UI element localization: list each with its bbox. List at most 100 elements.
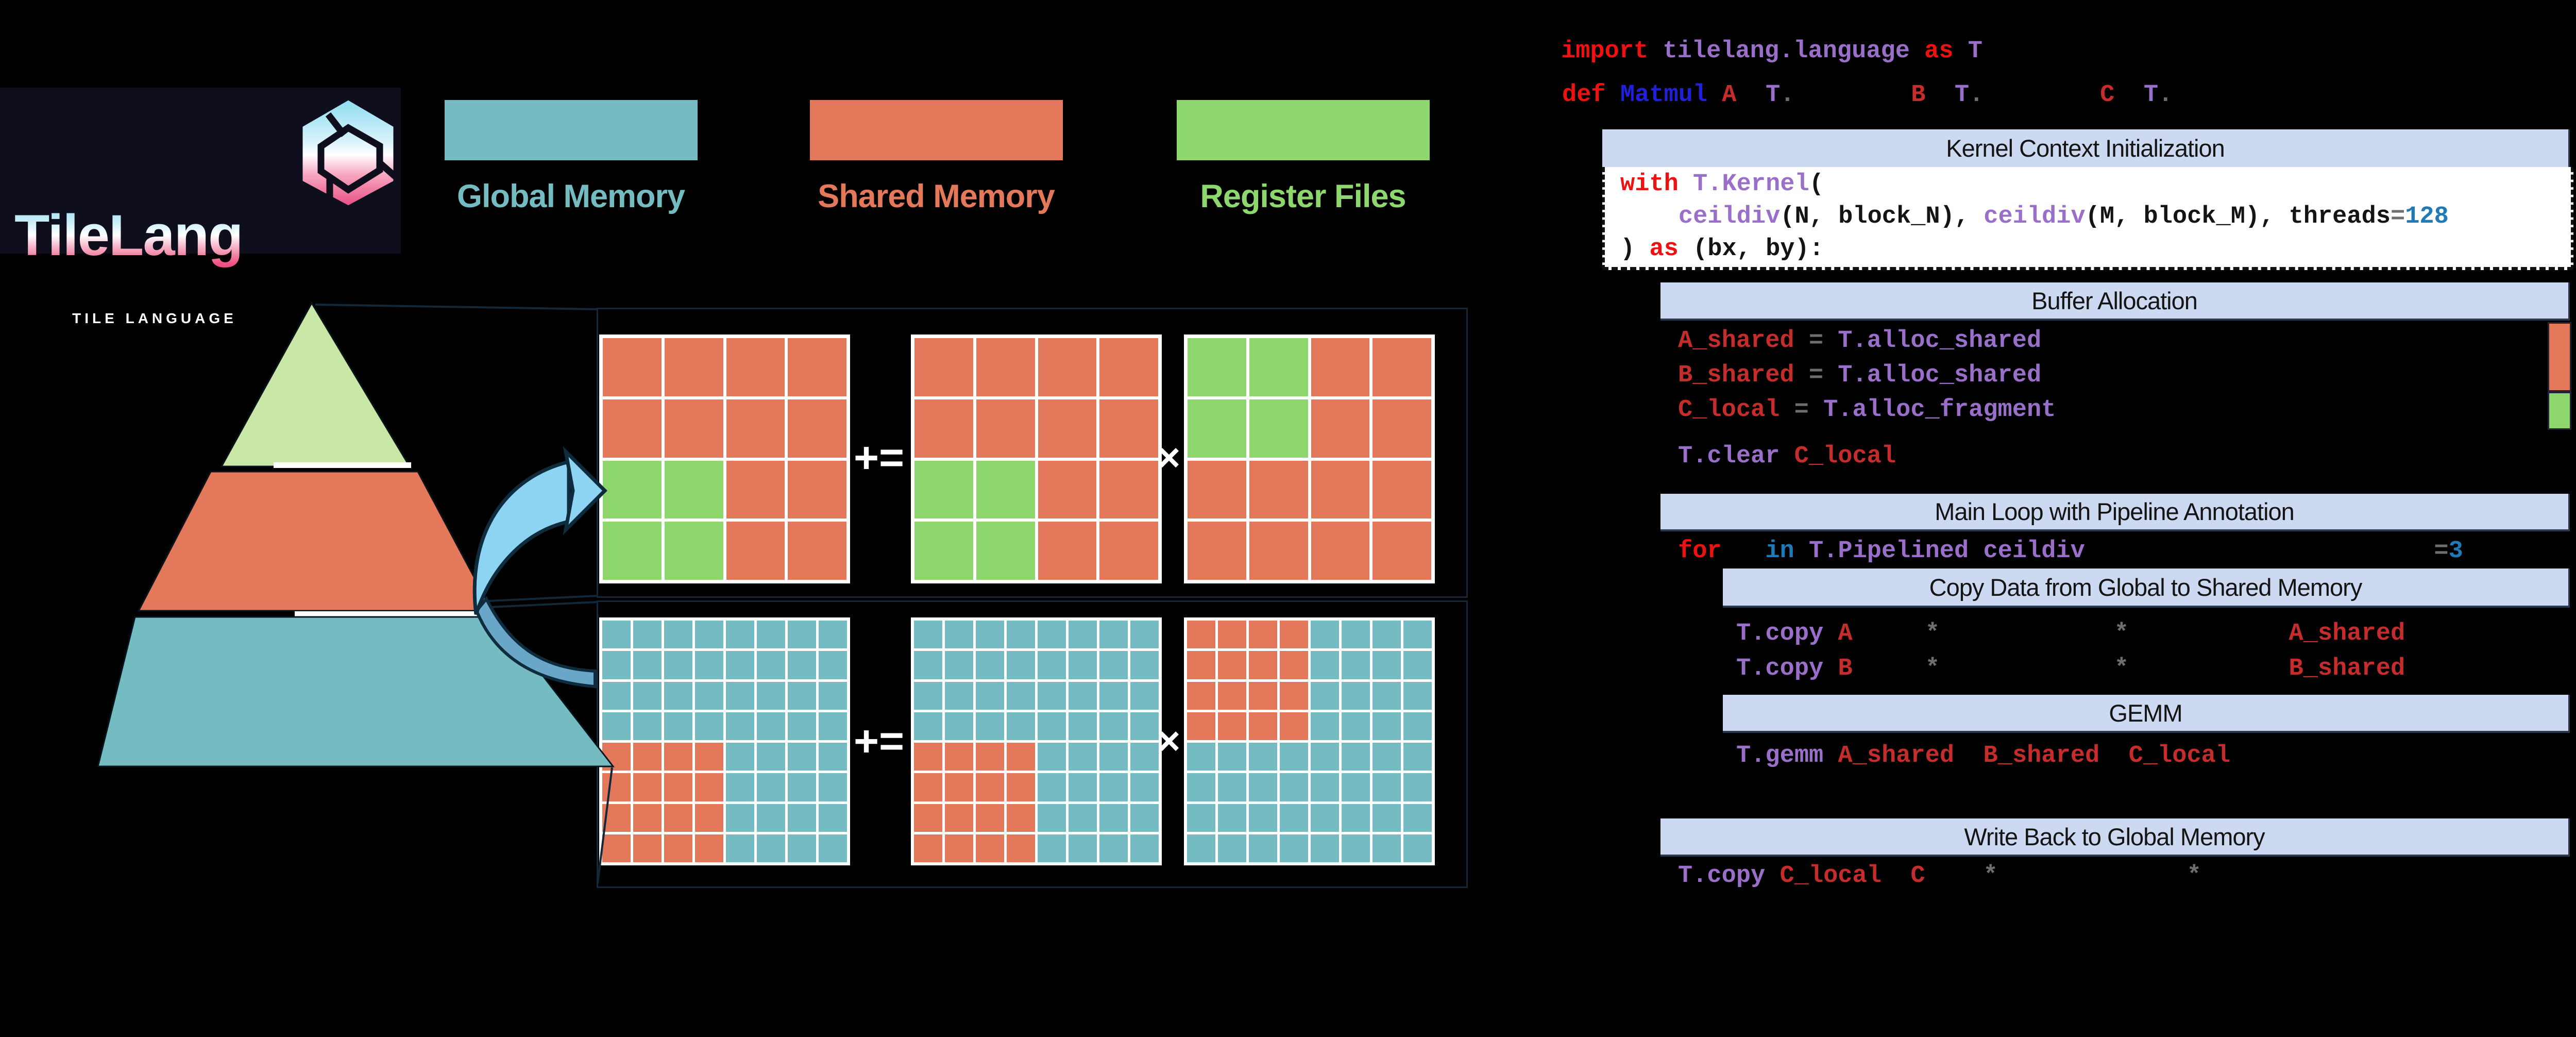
matrix-cell	[1038, 338, 1097, 396]
code-token: tilelang.language	[1663, 38, 1910, 65]
operator-multiply: ×	[1157, 719, 1181, 763]
code-token: T.alloc_shared	[1838, 362, 2042, 389]
code-token: )	[1620, 236, 1635, 263]
code-token: B	[1838, 655, 1853, 682]
matrix-cell	[1311, 773, 1339, 801]
matrix-cell	[664, 681, 692, 710]
matrix-cell	[664, 743, 692, 771]
code-token: 128	[2405, 203, 2449, 230]
matrix-cell	[1311, 743, 1339, 771]
matrix-cell	[1372, 621, 1401, 649]
arrow-head	[563, 446, 607, 536]
legend-label-shared: Shared Memory	[818, 178, 1055, 214]
code-token: in	[1765, 538, 1794, 565]
matrix-cell	[695, 804, 723, 832]
matrix-cell	[603, 460, 662, 519]
matrix-cell	[1130, 804, 1159, 832]
code-token: (M, block_M),	[2085, 203, 2275, 230]
matrix-cell	[1007, 681, 1035, 710]
matrix-cell	[914, 743, 942, 771]
projection-lines	[315, 304, 613, 884]
matrix-cell	[633, 712, 662, 740]
matrix-cell	[1187, 681, 1215, 710]
matrix-cell	[819, 712, 847, 740]
code-token: =	[2391, 203, 2405, 230]
register-tile-gemm-matrix-1	[599, 334, 850, 583]
matrix-cell	[1130, 773, 1159, 801]
matrix-cell	[1280, 743, 1308, 771]
code-token: A_shared	[1678, 327, 1794, 355]
matrix-cell	[602, 681, 631, 710]
matrix-cell	[664, 621, 692, 649]
matrix-cell	[1218, 834, 1246, 862]
matrix-cell	[788, 651, 816, 679]
code-token: =	[1794, 396, 1809, 424]
matrix-cell	[664, 460, 723, 519]
matrix-cell	[695, 773, 723, 801]
matrix-cell	[976, 804, 1004, 832]
matrix-cell	[945, 804, 973, 832]
matrix-cell	[1099, 621, 1128, 649]
matrix-cell	[1311, 399, 1370, 458]
matrix-cell	[726, 399, 785, 458]
matrix-cell	[1069, 712, 1097, 740]
section-header-write_back: Write Back to Global Memory	[1660, 818, 2570, 857]
matrix-cell	[819, 773, 847, 801]
matrix-cell	[602, 651, 631, 679]
matrix-cell	[1069, 834, 1097, 862]
matrix-cell	[1249, 804, 1277, 832]
matrix-cell	[976, 651, 1004, 679]
shared-to-register-arrow	[472, 446, 607, 689]
matrix-cell	[819, 681, 847, 710]
matrix-cell	[976, 399, 1035, 458]
matrix-cell	[695, 743, 723, 771]
matrix-cell	[1038, 651, 1066, 679]
code-token: .	[1969, 81, 1984, 109]
matrix-cell	[633, 773, 662, 801]
matrix-cell	[1218, 712, 1246, 740]
matrix-cell	[1188, 522, 1246, 580]
code-token: *	[2114, 655, 2129, 682]
matrix-cell	[1280, 681, 1308, 710]
matrix-cell	[1218, 651, 1246, 679]
code-token: T.copy	[1736, 655, 1824, 682]
code-token: C	[1910, 862, 1925, 890]
legend-swatch-shared	[810, 100, 1063, 160]
matrix-cell	[602, 712, 631, 740]
matrix-cell	[1280, 712, 1308, 740]
matrix-cell	[1342, 743, 1370, 771]
matrix-cell	[633, 651, 662, 679]
matrix-cell	[726, 338, 785, 396]
matrix-cell	[603, 338, 662, 396]
matrix-cell	[664, 834, 692, 862]
matrix-cell	[788, 399, 846, 458]
matrix-cell	[1311, 804, 1339, 832]
matrix-cell	[1007, 743, 1035, 771]
matrix-cell	[914, 681, 942, 710]
code-token: B_shared	[1678, 362, 1794, 389]
matrix-cell	[726, 804, 754, 832]
matrix-cell	[1311, 651, 1339, 679]
matrix-cell	[695, 712, 723, 740]
matrix-cell	[945, 681, 973, 710]
memory-pyramid	[97, 301, 615, 767]
matrix-cell	[1099, 681, 1128, 710]
global-tile-gemm-matrix-3	[1184, 617, 1435, 865]
matrix-cell	[633, 834, 662, 862]
matrix-cell	[726, 773, 754, 801]
matrix-cell	[1280, 621, 1308, 649]
matrix-cell	[726, 712, 754, 740]
operator-accumulate: +=	[853, 433, 905, 482]
code-line-alloc_b: B_shared=T.alloc_shared	[1678, 359, 2041, 393]
code-token: T	[1968, 38, 1983, 65]
matrix-cell	[976, 460, 1035, 519]
matrix-cell	[757, 681, 785, 710]
matrix-cell	[788, 621, 816, 649]
matrix-cell	[1372, 338, 1431, 396]
code-token: import	[1561, 38, 1649, 65]
matrix-cell	[1099, 460, 1158, 519]
matrix-cell	[1372, 460, 1431, 519]
matrix-cell	[757, 743, 785, 771]
